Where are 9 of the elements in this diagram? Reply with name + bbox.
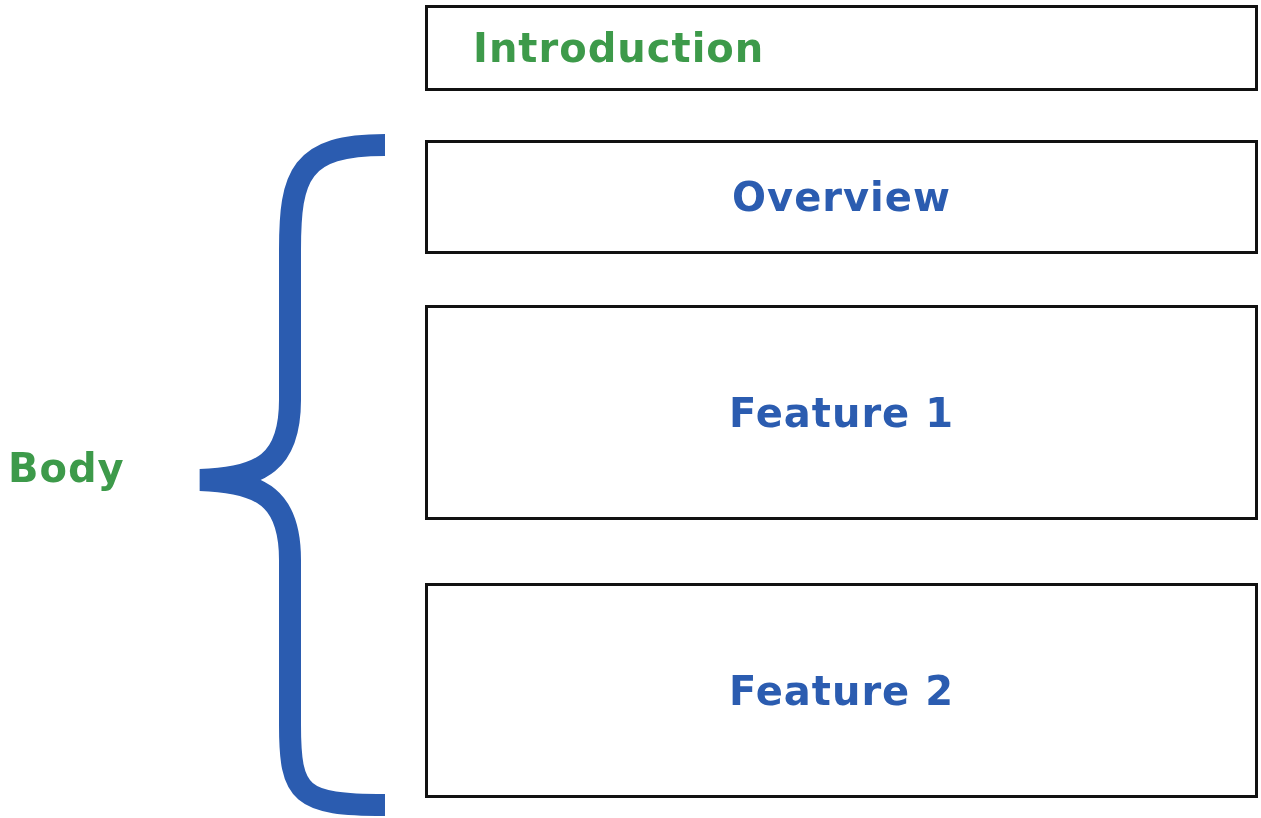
box-title: Overview — [732, 174, 951, 220]
text-box — [425, 583, 1258, 798]
text-box — [425, 305, 1258, 520]
box-title: Feature 2 — [728, 667, 954, 714]
text-box — [425, 140, 1258, 254]
text-box — [425, 5, 1258, 91]
brace-label: Body — [8, 445, 125, 491]
box-title: Feature 1 — [728, 389, 954, 436]
box-title: Introduction — [473, 25, 765, 71]
